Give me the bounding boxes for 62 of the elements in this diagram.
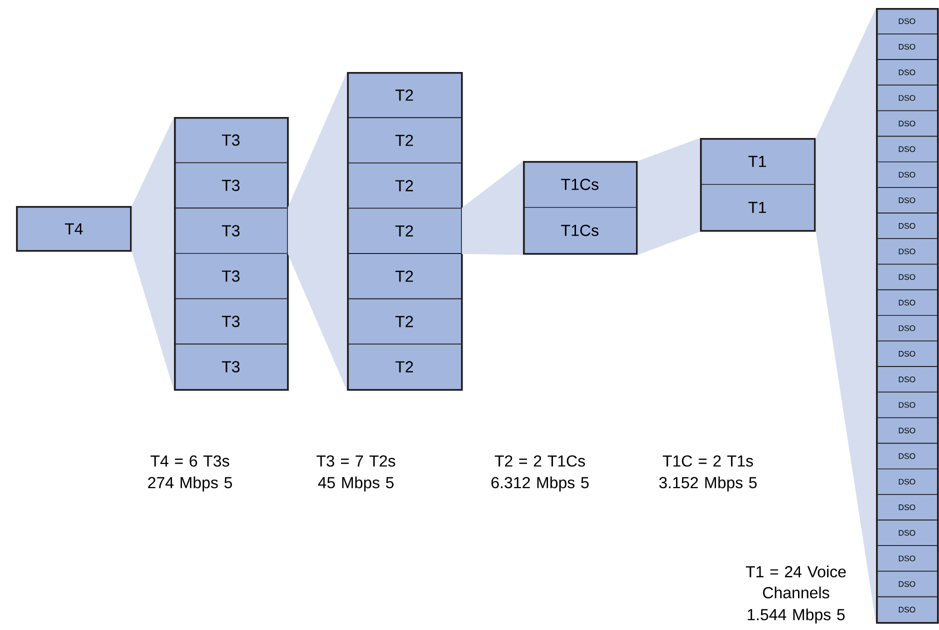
channel-box: DSO — [876, 59, 938, 86]
rate-note: T3 = 7 T2s — [316, 455, 396, 467]
channel-box: T2 — [347, 162, 462, 209]
expansion-fan — [288, 72, 347, 391]
channel-box: T1 — [700, 184, 815, 231]
channel-box: DSO — [876, 442, 938, 470]
channel-box: DSO — [876, 8, 938, 34]
channel-box: DSO — [876, 366, 938, 393]
channel-box: T2 — [347, 117, 462, 164]
channel-box: DSO — [876, 212, 938, 240]
channel-box: T3 — [174, 298, 288, 344]
channel-box: T3 — [174, 162, 288, 208]
channel-box: DSO — [876, 392, 938, 418]
channel-box: DSO — [876, 315, 938, 342]
channel-box: DSO — [876, 520, 938, 546]
channel-box: DSO — [876, 545, 938, 572]
rate-note: 6.312 Mbps 5 — [491, 476, 589, 492]
rate-note: 3.152 Mbps 5 — [659, 476, 757, 492]
expansion-fan — [816, 8, 876, 624]
channel-box: DSO — [876, 596, 938, 623]
expansion-fan — [638, 138, 700, 255]
channel-box: T2 — [347, 72, 462, 118]
stack-frame — [174, 117, 289, 391]
stack-frame — [523, 161, 638, 255]
rate-note: T2 = 2 T1Cs — [494, 455, 585, 467]
rate-note: 274 Mbps 5 — [148, 476, 232, 492]
rate-note: T1 = 24 Voice Channels — [746, 566, 846, 598]
rate-note: 1.544 Mbps 5 — [748, 608, 845, 624]
channel-box: T2 — [347, 253, 462, 300]
channel-box: DSO — [876, 187, 938, 214]
signal-box: T4 — [16, 206, 132, 252]
channel-box: DSO — [876, 570, 938, 598]
rate-note: 45 Mbps 5 — [318, 476, 394, 492]
channel-box: T3 — [174, 117, 288, 164]
stack-frame — [876, 8, 939, 624]
channel-box: T3 — [174, 208, 288, 254]
channel-box: T3 — [174, 253, 288, 300]
channel-box: T1Cs — [523, 161, 637, 208]
rate-note: T1C = 2 T1s — [662, 455, 753, 467]
channel-box: DSO — [876, 340, 938, 367]
channel-box: DSO — [876, 162, 938, 188]
channel-box: T2 — [347, 298, 462, 345]
channel-box: DSO — [876, 110, 938, 137]
expansion-fan — [132, 117, 174, 391]
stack-frame — [347, 72, 463, 391]
channel-box: DSO — [876, 136, 938, 162]
channel-box: DSO — [876, 289, 938, 316]
channel-box: T1 — [700, 138, 815, 185]
channel-box: DSO — [876, 84, 938, 112]
channel-box: DSO — [876, 34, 938, 60]
channel-box: T2 — [347, 208, 462, 254]
channel-box: T3 — [174, 344, 288, 390]
channel-box: DSO — [876, 494, 938, 520]
channel-box: T2 — [347, 344, 462, 390]
rate-note: T4 = 6 T3s — [150, 455, 230, 467]
channel-box: DSO — [876, 238, 938, 265]
channel-box: DSO — [876, 417, 938, 444]
channel-box: DSO — [876, 264, 938, 290]
stack-frame — [700, 138, 816, 232]
channel-box: T1Cs — [523, 207, 637, 254]
expansion-fan — [462, 161, 523, 255]
channel-box: DSO — [876, 468, 938, 495]
